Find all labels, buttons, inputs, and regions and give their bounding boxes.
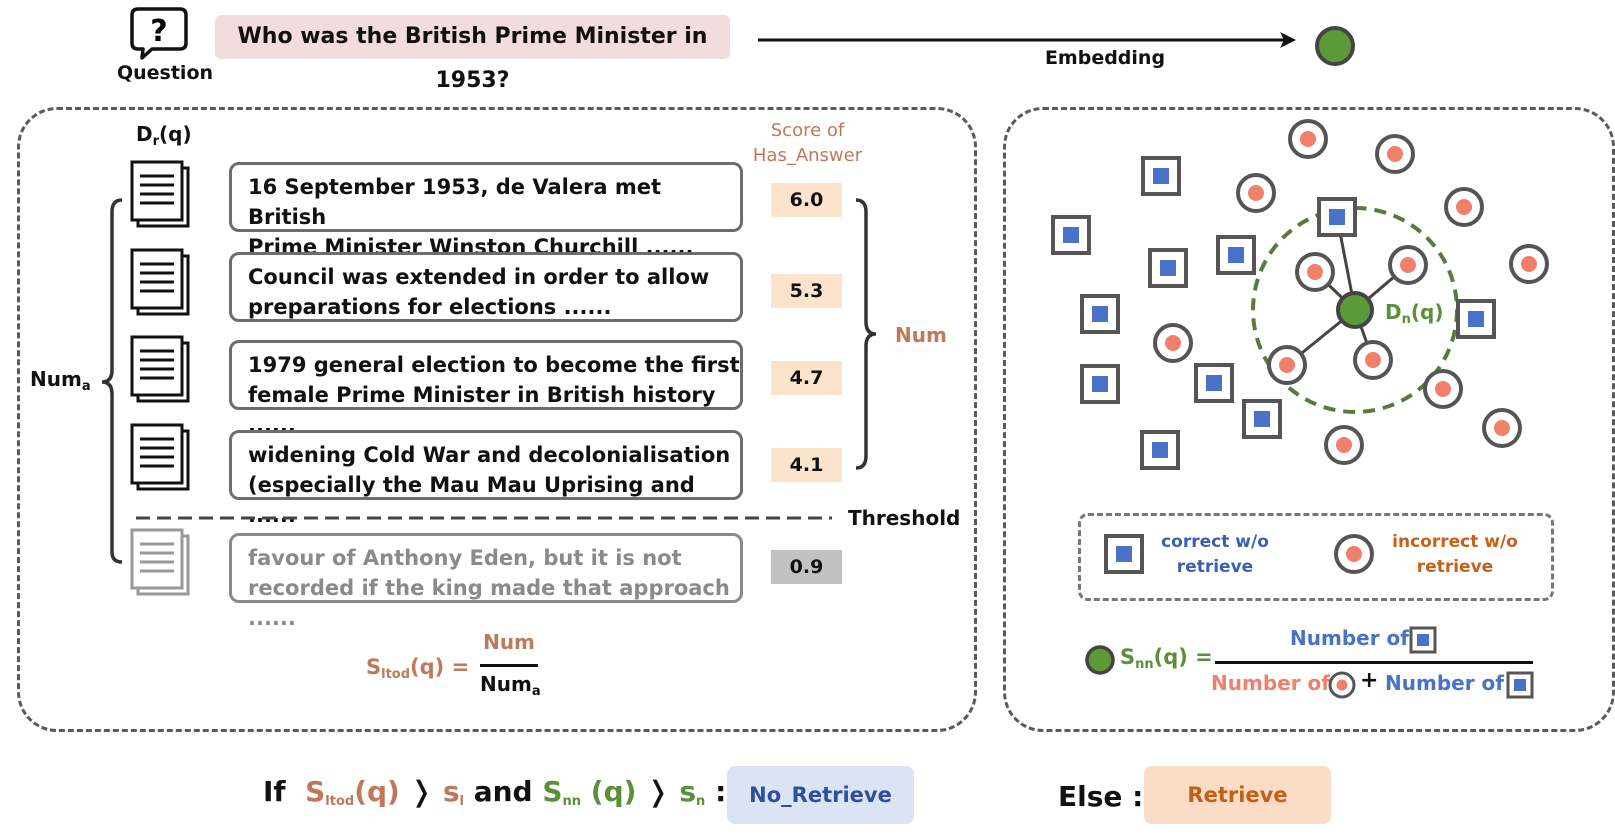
document-icon: [130, 335, 190, 403]
correct-square: [1194, 363, 1234, 403]
incorrect-circle: [1375, 134, 1415, 174]
correct-square: [1141, 156, 1181, 196]
correct-square: [1317, 197, 1357, 237]
document-passage: 16 September 1953, de Valera met British…: [229, 162, 743, 259]
correct-square: [1456, 299, 1496, 339]
correct-square: [1080, 294, 1120, 334]
s-nn-formula-lhs: Snn(q) =: [1120, 645, 1213, 672]
incorrect-circle: [1153, 323, 1193, 363]
score-header: Score of Has_Answer: [752, 120, 863, 166]
document-icon-faded: [130, 528, 190, 596]
incorrect-circle: [1324, 425, 1364, 465]
s-ltod-formula-lhs: Sltod(q) =: [366, 655, 470, 682]
svg-text:?: ?: [150, 14, 167, 49]
dn-label: Dn(q): [1385, 300, 1444, 327]
retrieve-pill: Retrieve: [1144, 766, 1331, 824]
threshold-label: Threshold: [848, 506, 961, 530]
incorrect-circle: [1444, 187, 1484, 227]
dr-label: Dr(q): [136, 122, 192, 149]
score-badge-below-threshold: 0.9: [771, 550, 842, 584]
incorrect-circles: [1153, 119, 1549, 465]
numerator-square-icon: [1409, 626, 1437, 654]
query-center-dot: [1336, 291, 1374, 329]
left-panel: [17, 107, 977, 732]
correct-squares: [1051, 156, 1496, 470]
right-panel: [1003, 107, 1615, 732]
legend-correct-square-icon: [1104, 534, 1144, 574]
legend-box: [1078, 513, 1554, 601]
question-label: Question: [116, 62, 214, 84]
embedding-scatter: [1051, 119, 1549, 470]
neighbor-links: [1286, 216, 1409, 367]
incorrect-circle: [1509, 244, 1549, 284]
query-embedding-dot: [1315, 26, 1355, 66]
document-passage: widening Cold War and decolonialisation(…: [229, 430, 743, 527]
score-badge: 4.7: [771, 361, 842, 395]
document-passage: 1979 general election to become the firs…: [229, 340, 743, 437]
else-label: Else :: [1058, 780, 1144, 813]
question-text: Who was the British Prime Minister in 19…: [215, 15, 730, 93]
correct-square: [1140, 430, 1180, 470]
correct-square: [1216, 235, 1256, 275]
s-ltod-denominator: Numa: [480, 672, 541, 699]
embedding-arrow: [758, 32, 1296, 48]
correct-square: [1080, 364, 1120, 404]
no-retrieve-pill: No_Retrieve: [727, 766, 914, 824]
incorrect-circle: [1267, 345, 1307, 385]
plus-sign: +: [1360, 668, 1379, 693]
incorrect-circle: [1236, 173, 1276, 213]
document-icon: [130, 423, 190, 491]
num-label: Num: [895, 323, 947, 347]
correct-square: [1148, 248, 1188, 288]
num-a-label: Numa: [30, 367, 91, 394]
denominator-square-icon: [1506, 671, 1534, 699]
embedding-label: Embedding: [1044, 47, 1166, 69]
incorrect-circle: [1423, 369, 1463, 409]
green-dot-icon: [1085, 645, 1115, 675]
incorrect-circle: [1353, 340, 1393, 380]
fraction-bar: [480, 664, 538, 667]
score-badge: 4.1: [771, 448, 842, 482]
denominator-circle-icon: [1328, 671, 1356, 699]
s-nn-denominator-b: Number of: [1385, 671, 1504, 695]
incorrect-circle: [1388, 245, 1428, 285]
question-bubble-icon: ?: [130, 7, 188, 60]
legend-incorrect-circle-icon: [1334, 534, 1374, 574]
incorrect-circle: [1482, 408, 1522, 448]
score-badge: 5.3: [771, 274, 842, 308]
correct-square: [1242, 399, 1282, 439]
document-icons: [130, 160, 190, 596]
s-ltod-numerator: Num: [483, 630, 535, 654]
fraction-bar: [1215, 661, 1533, 664]
score-badge: 6.0: [771, 183, 842, 217]
correct-square: [1051, 215, 1091, 255]
incorrect-circle: [1288, 119, 1328, 159]
s-nn-denominator-a: Number of: [1211, 671, 1330, 695]
s-nn-numerator: Number of: [1290, 626, 1409, 650]
braces-and-threshold: [101, 198, 877, 564]
incorrect-circle: [1295, 252, 1335, 292]
decision-rule: If Sltod(q) ❭ sl and Snn (q) ❭ sn :: [263, 775, 727, 809]
document-icon: [130, 248, 190, 316]
document-icon: [130, 160, 190, 228]
